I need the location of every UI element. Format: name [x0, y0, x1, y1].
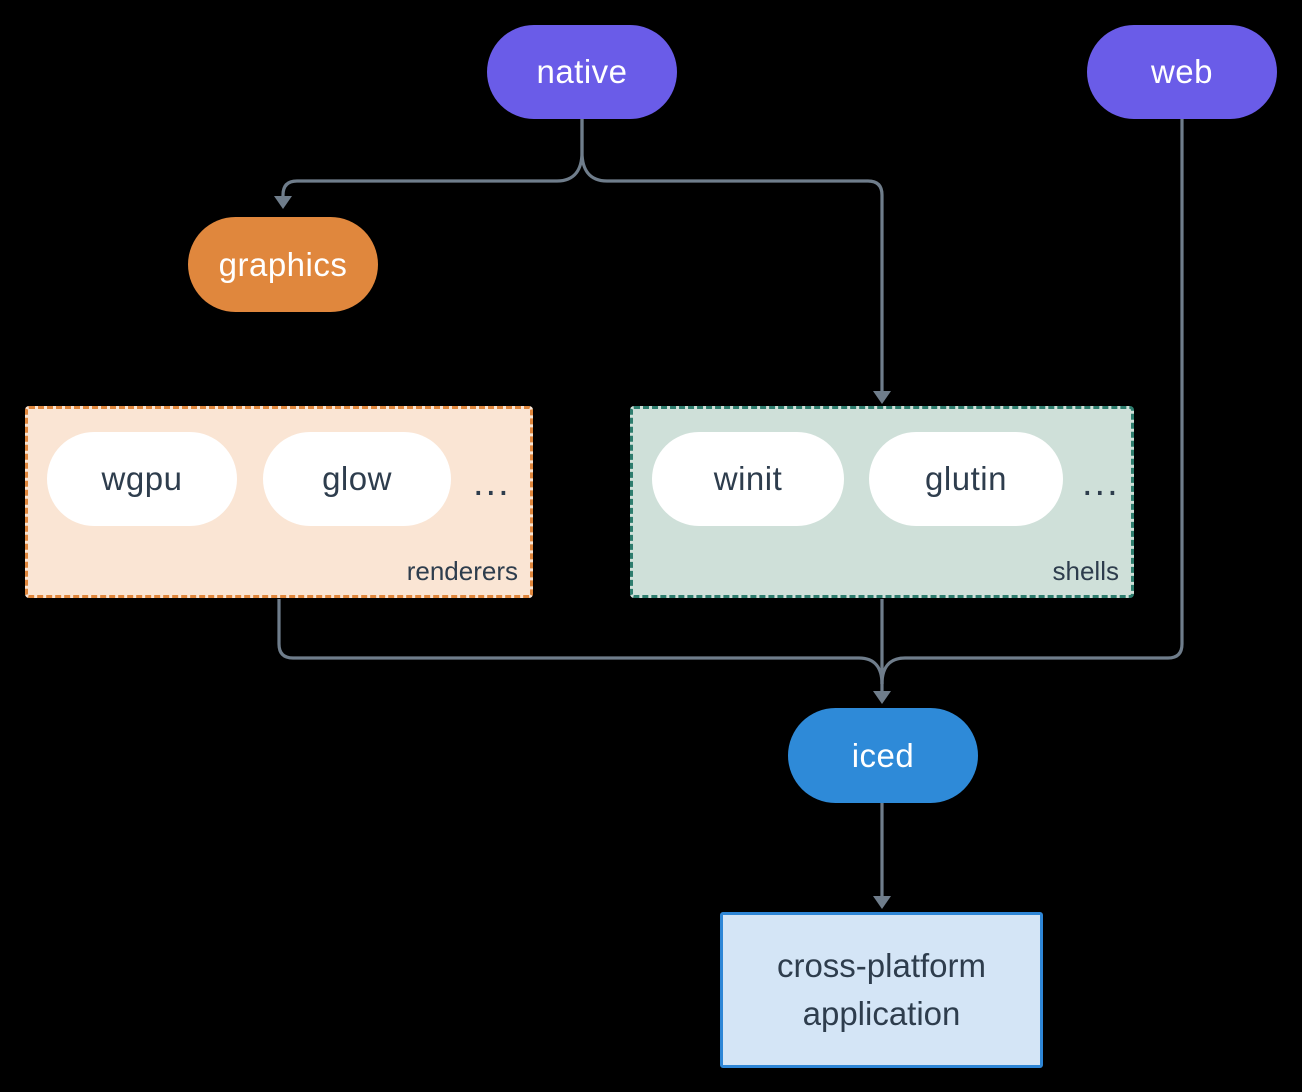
- arrowhead-into-shells: [873, 391, 891, 404]
- node-graphics-label: graphics: [218, 245, 348, 283]
- node-wgpu-label: wgpu: [101, 460, 183, 497]
- shells-group-label: shells: [1052, 556, 1119, 586]
- node-glow-label: glow: [322, 460, 392, 497]
- renderers-group-label: renderers: [406, 556, 518, 586]
- node-iced-label: iced: [851, 736, 915, 774]
- node-winit-label: winit: [713, 460, 783, 497]
- node-native: native: [487, 25, 677, 119]
- renderers-ellipsis: ...: [473, 462, 511, 504]
- node-glow: glow: [263, 432, 451, 526]
- node-wgpu: wgpu: [47, 432, 237, 526]
- node-cross-platform-application: cross-platform application: [720, 912, 1043, 1068]
- edge-native-to-graphics: [281, 119, 584, 197]
- node-cross-platform-application-label: cross-platform application: [776, 947, 987, 1032]
- arrowhead-into-app: [873, 896, 891, 909]
- edge-native-to-shells: [580, 119, 884, 391]
- node-web-label: web: [1150, 53, 1214, 90]
- node-glutin: glutin: [869, 432, 1063, 526]
- node-winit: winit: [652, 432, 844, 526]
- node-glutin-label: glutin: [925, 460, 1007, 497]
- arrowhead-into-iced: [873, 691, 891, 704]
- node-graphics: graphics: [188, 217, 378, 312]
- node-web: web: [1087, 25, 1277, 119]
- node-iced: iced: [788, 708, 978, 803]
- node-native-label: native: [536, 53, 628, 90]
- group-renderers: wgpu glow ... renderers: [25, 406, 533, 598]
- edge-renderers-to-iced: [277, 599, 884, 685]
- edge-web-to-iced: [880, 119, 1184, 685]
- shells-ellipsis: ...: [1082, 462, 1120, 504]
- group-shells: winit glutin ... shells: [630, 406, 1134, 598]
- arrowhead-into-graphics: [274, 196, 292, 209]
